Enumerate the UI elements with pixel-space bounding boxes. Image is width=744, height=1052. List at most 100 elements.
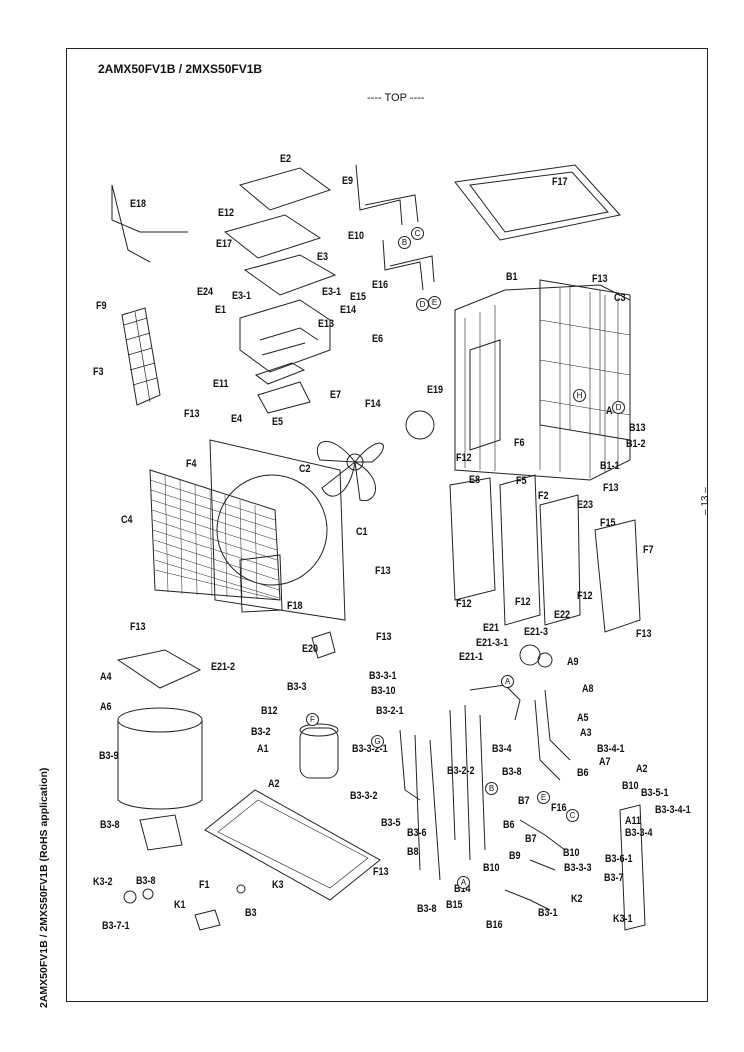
part-label-f2: F2	[538, 490, 549, 502]
part-label-a4: A4	[100, 671, 112, 683]
view-label: ---- TOP ----	[367, 92, 425, 104]
part-label-k1: K1	[174, 899, 186, 911]
part-label-b3-1: B3-1	[538, 907, 558, 919]
part-label-e6: E6	[372, 333, 384, 345]
part-label-b3-6: B3-6	[407, 827, 427, 839]
partition-plate	[469, 339, 501, 451]
part-label-f7: F7	[643, 544, 654, 556]
piping-support-plate	[619, 804, 646, 931]
part-label-b3-8: B3-8	[502, 766, 522, 778]
part-label-a: A	[606, 405, 613, 417]
part-label-f15: F15	[600, 517, 616, 529]
part-label-a9: A9	[567, 656, 579, 668]
part-label-b3-3: B3-3	[287, 681, 307, 693]
part-label-b10: B10	[622, 780, 639, 792]
part-label-f5: F5	[516, 475, 527, 487]
part-label-e4: E4	[231, 413, 243, 425]
part-label-e14: E14	[340, 304, 357, 316]
part-label-e3-1: E3-1	[232, 290, 252, 302]
part-label-b3-3-3: B3-3-3	[564, 862, 592, 874]
side-plate	[499, 474, 541, 626]
part-label-e24: E24	[197, 286, 214, 298]
part-label-f12: F12	[456, 452, 472, 464]
part-label-a5: A5	[577, 712, 589, 724]
model-title: 2AMX50FV1B / 2MXS50FV1B	[98, 62, 263, 76]
part-label-a1: A1	[257, 743, 269, 755]
part-label-f13: F13	[375, 565, 391, 577]
connector-marker-d: D	[416, 298, 429, 311]
part-label-f13: F13	[130, 621, 146, 633]
part-label-a7: A7	[599, 756, 611, 768]
part-label-c2: C2	[299, 463, 311, 475]
thermistor-pipe-e9	[355, 164, 419, 226]
control-box	[239, 299, 331, 373]
connector-marker-c: C	[411, 227, 424, 240]
fan-opening	[216, 474, 328, 586]
part-label-k3-1: K3-1	[613, 913, 633, 925]
part-label-b6: B6	[577, 767, 589, 779]
part-label-f14: F14	[365, 398, 381, 410]
front-panel	[209, 439, 346, 621]
part-label-e12: E12	[218, 207, 235, 219]
part-label-a2: A2	[636, 763, 648, 775]
part-label-b3-2: B3-2	[251, 726, 271, 738]
part-label-e16: E16	[372, 279, 389, 291]
part-label-b3-4-1: B3-4-1	[597, 743, 625, 755]
part-label-f4: F4	[186, 458, 197, 470]
part-label-b3-10: B3-10	[371, 685, 396, 697]
part-label-e21-1: E21-1	[459, 651, 484, 663]
part-label-b3-3-1: B3-3-1	[369, 670, 397, 682]
connector-marker-d: D	[612, 401, 625, 414]
terminal-block	[254, 362, 306, 385]
connector-marker-a: A	[457, 876, 470, 889]
fan-motor	[405, 410, 435, 440]
part-label-b3-2-2: B3-2-2	[447, 765, 475, 777]
service-plate	[449, 477, 496, 601]
connector-marker-g: G	[371, 735, 384, 748]
part-label-b3-7: B3-7	[604, 872, 624, 884]
pcb-plate	[243, 254, 337, 296]
part-label-e3: E3	[317, 251, 329, 263]
heat-exchanger	[454, 284, 631, 481]
part-label-e18: E18	[130, 198, 147, 210]
part-label-b3-6-1: B3-6-1	[605, 853, 633, 865]
part-label-b10: B10	[483, 862, 500, 874]
part-label-b3-3-4: B3-3-4	[625, 827, 653, 839]
part-label-b3-3-2: B3-3-2	[350, 790, 378, 802]
part-label-e3-1: E3-1	[322, 286, 342, 298]
right-side-plate	[539, 494, 581, 626]
part-label-f13: F13	[376, 631, 392, 643]
part-label-b1: B1	[506, 271, 518, 283]
part-label-b3-9: B3-9	[99, 750, 119, 762]
part-label-b3-3-4-1: B3-3-4-1	[655, 804, 691, 816]
connector-marker-b: B	[398, 236, 411, 249]
part-label-e20: E20	[302, 643, 319, 655]
part-label-f1: F1	[199, 879, 210, 891]
side-grille	[121, 307, 161, 406]
part-label-b1-2: B1-2	[626, 438, 646, 450]
part-label-f13: F13	[373, 866, 389, 878]
part-label-b3-5: B3-5	[381, 817, 401, 829]
part-label-f13: F13	[636, 628, 652, 640]
part-label-c3: C3	[614, 292, 626, 304]
part-label-b8: B8	[407, 846, 419, 858]
part-label-b3-8: B3-8	[417, 903, 437, 915]
connector-marker-f: F	[306, 713, 319, 726]
part-label-f18: F18	[287, 600, 303, 612]
bottom-frame	[204, 789, 381, 901]
part-label-e21-2: E21-2	[211, 661, 236, 673]
part-label-e22: E22	[554, 609, 571, 621]
part-label-e2: E2	[280, 153, 292, 165]
part-label-a2: A2	[268, 778, 280, 790]
part-label-f12: F12	[577, 590, 593, 602]
part-label-b13: B13	[629, 422, 646, 434]
part-label-e15: E15	[350, 291, 367, 303]
fan-blades	[316, 441, 384, 502]
part-label-a8: A8	[582, 683, 594, 695]
part-label-b3-4: B3-4	[492, 743, 512, 755]
part-label-b3-8: B3-8	[100, 819, 120, 831]
part-label-e13: E13	[318, 318, 335, 330]
part-label-b9: B9	[509, 850, 521, 862]
part-label-e21-3: E21-3	[524, 626, 549, 638]
part-label-e19: E19	[427, 384, 444, 396]
